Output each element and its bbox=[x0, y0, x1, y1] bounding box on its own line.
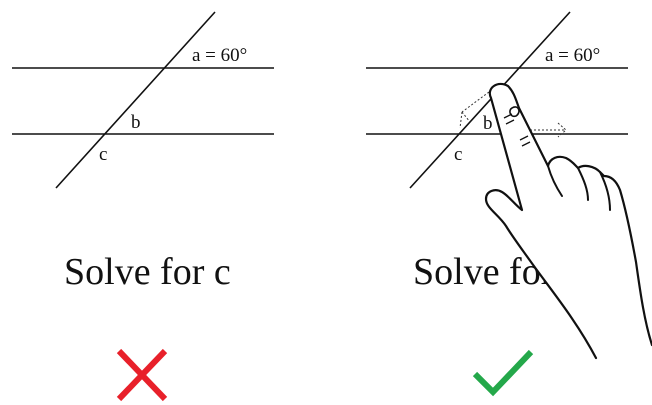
angle-b-label: b bbox=[483, 113, 493, 134]
angle-c-label: c bbox=[454, 144, 462, 165]
transversal-line bbox=[55, 11, 216, 189]
prompt-text: Solve for c bbox=[64, 251, 231, 293]
correct-panel: a = 60° b c Solve for c bbox=[326, 0, 652, 405]
angle-a-label: a = 60° bbox=[545, 45, 600, 66]
transversal-line bbox=[409, 11, 571, 189]
angle-a-label: a = 60° bbox=[192, 45, 247, 66]
angle-b-label: b bbox=[131, 112, 141, 133]
incorrect-panel: a = 60° b c Solve for c bbox=[12, 11, 274, 402]
prompt-text: Solve for c bbox=[413, 251, 580, 293]
parallel-lines-diagram: a = 60° b c bbox=[12, 11, 274, 189]
angle-c-label: c bbox=[99, 144, 107, 165]
checkmark-icon bbox=[472, 349, 534, 397]
cross-icon bbox=[116, 348, 168, 402]
